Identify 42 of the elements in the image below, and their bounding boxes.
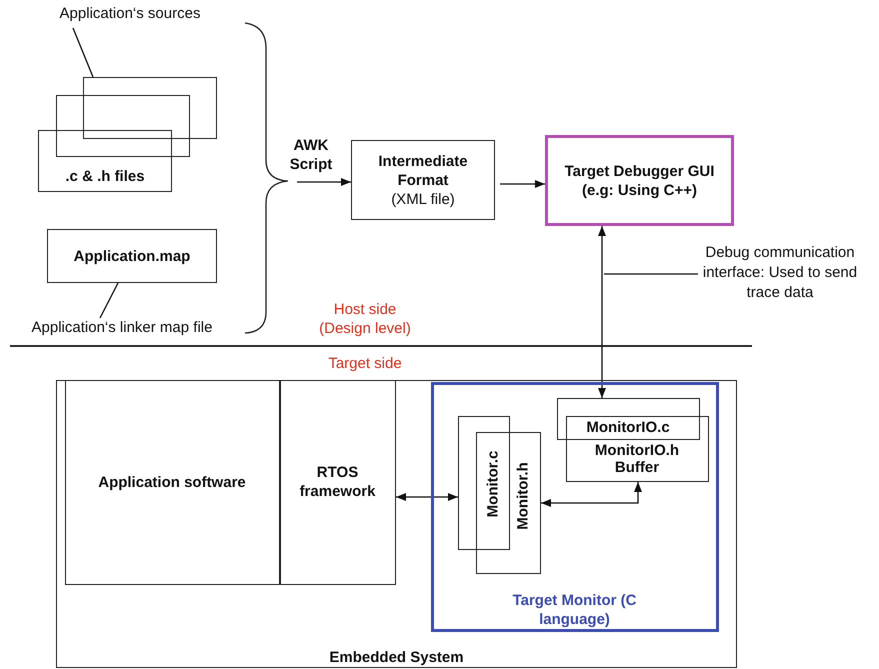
arrow bbox=[297, 178, 351, 186]
file-label: MonitorIO.h bbox=[594, 442, 680, 458]
process-box bbox=[545, 135, 734, 226]
arrow bbox=[541, 482, 642, 507]
software-box bbox=[64, 380, 280, 584]
monitor-box bbox=[430, 382, 718, 632]
system-box bbox=[56, 380, 737, 668]
file-label: Monitor.c bbox=[483, 450, 502, 517]
box-subtitle: (e.g: Using C++) bbox=[582, 180, 697, 200]
file-box bbox=[83, 77, 217, 139]
box-title: Intermediate Format bbox=[377, 152, 469, 190]
leader-line bbox=[604, 273, 698, 275]
box-title: Application software bbox=[98, 472, 246, 492]
caption-text: Application‘s sources bbox=[30, 4, 230, 26]
box-title: RTOS framework bbox=[298, 463, 376, 501]
file-box bbox=[56, 95, 190, 157]
leader-line bbox=[72, 28, 94, 78]
region-label: Target side bbox=[327, 354, 403, 373]
file-box bbox=[458, 416, 510, 550]
file-box bbox=[38, 130, 172, 192]
arrow bbox=[396, 493, 458, 501]
box-title: Embedded System bbox=[329, 648, 464, 667]
caption-text: Application‘s linker map file bbox=[0, 318, 244, 340]
file-box bbox=[566, 416, 708, 482]
annotation-text: Debug communication interface: Used to send trace data bbox=[690, 243, 870, 309]
arrow bbox=[500, 180, 545, 188]
box-subtitle: (XML file) bbox=[391, 190, 455, 208]
file-label: .c & .h files bbox=[65, 167, 145, 186]
file-box bbox=[476, 432, 540, 574]
file-label: MonitorIO.c bbox=[586, 418, 670, 436]
arrow bbox=[598, 226, 606, 398]
file-box bbox=[47, 229, 217, 283]
file-box bbox=[556, 398, 700, 440]
box-title: Target Debugger GUI bbox=[564, 162, 714, 180]
framework-box bbox=[280, 380, 396, 584]
leader-line bbox=[99, 282, 119, 318]
region-label: Host side (Design level) bbox=[318, 300, 412, 338]
file-label: Monitor.h bbox=[513, 462, 532, 530]
process-box bbox=[351, 140, 495, 220]
buffer-label: Buffer bbox=[614, 458, 660, 476]
box-title: Target Monitor (C language) bbox=[512, 590, 638, 628]
file-label: Application.map bbox=[74, 246, 190, 266]
